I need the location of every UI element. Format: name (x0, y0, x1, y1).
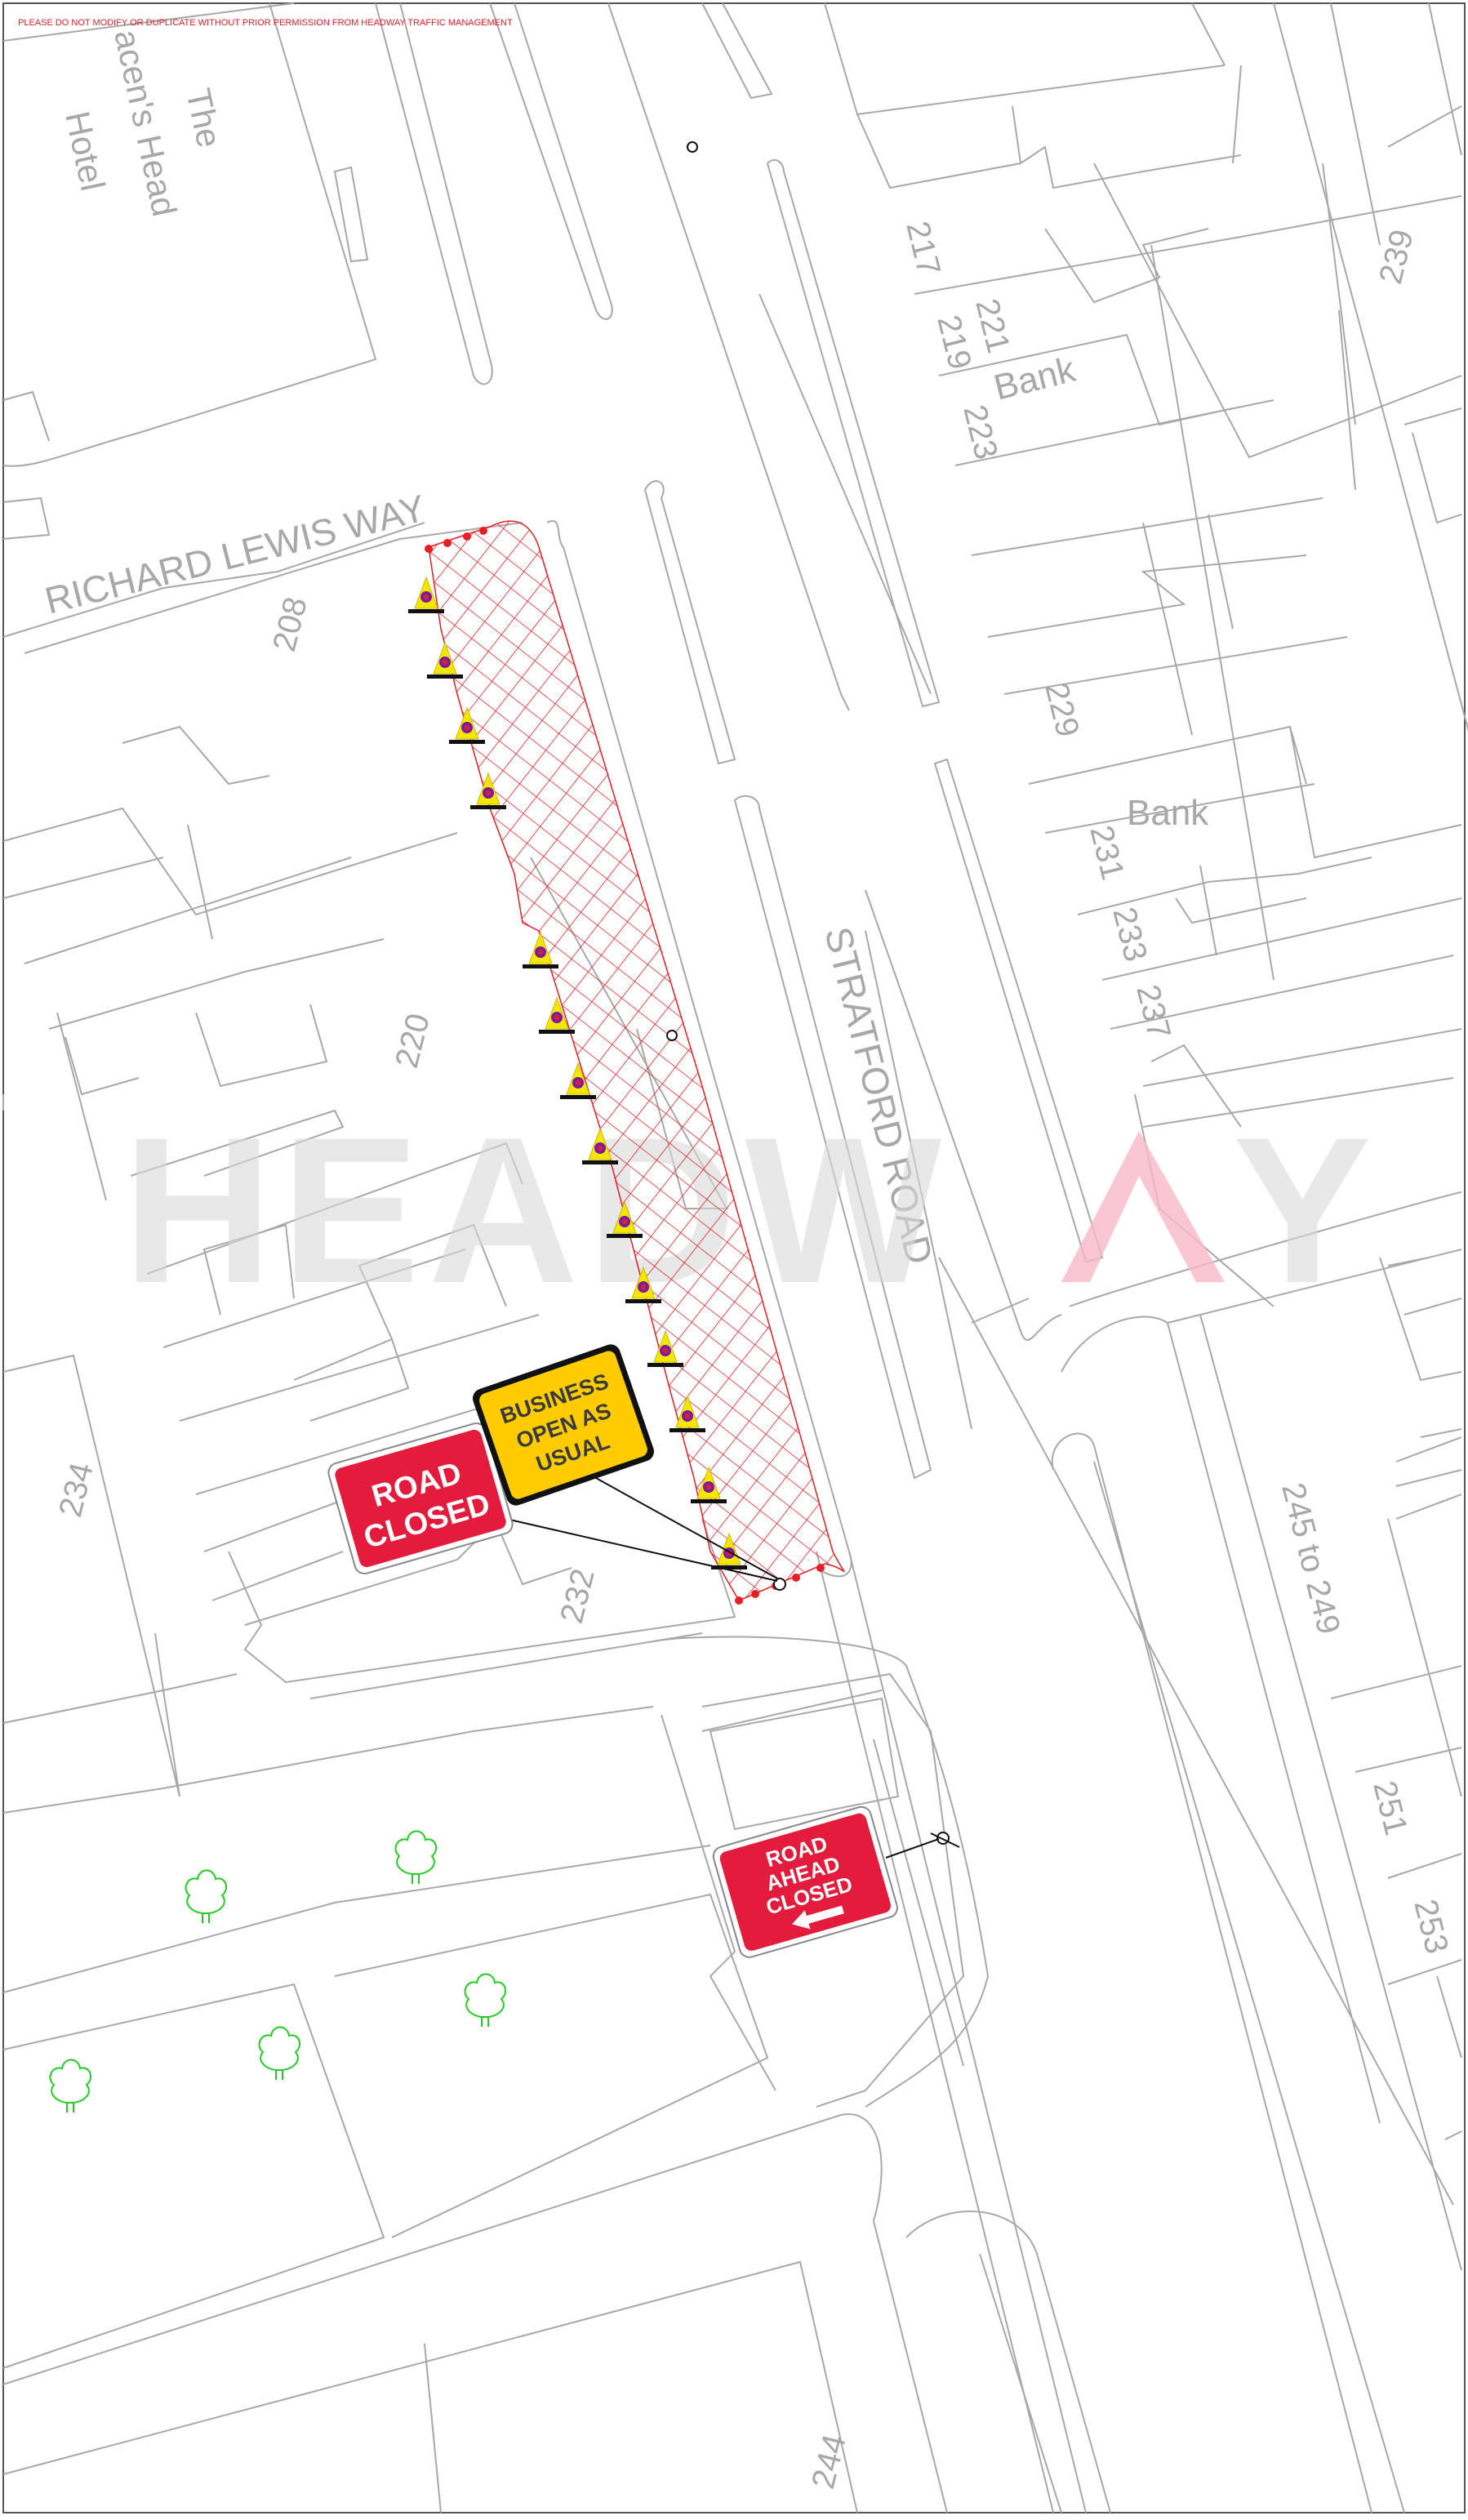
house-number-239: 239 (1372, 226, 1421, 287)
watermark-a-logo (1061, 1131, 1225, 1282)
left-arrow-icon (791, 1905, 844, 1930)
house-number-217: 217 (899, 218, 947, 279)
tree-icon (49, 2059, 92, 2113)
house-number-220: 220 (389, 1010, 437, 1071)
street-name-richard-lewis-way: RICHARD LEWIS WAY (41, 487, 429, 622)
house-number-232: 232 (554, 1565, 602, 1627)
house-number-244: 244 (805, 2431, 853, 2492)
house-number-251: 251 (1366, 1778, 1414, 1839)
house-number-219: 219 (930, 312, 978, 373)
hotel-label-line1: The (179, 85, 229, 151)
watermark-text-y: Y (1233, 1094, 1372, 1327)
house-number-223: 223 (956, 402, 1004, 463)
house-number-234: 234 (52, 1459, 100, 1520)
tree-icon (464, 1973, 507, 2028)
watermark-text-grey: HEADW (122, 1094, 950, 1327)
post-marker-icon (666, 1030, 678, 1041)
house-number-245-249: 245 to 249 (1274, 1480, 1346, 1638)
tree-icon (394, 1830, 438, 1885)
house-number-221: 221 (968, 296, 1016, 357)
house-number-231: 231 (1083, 822, 1131, 884)
house-number-233: 233 (1105, 904, 1154, 965)
road-ahead-closed-sign: ROAD AHEAD CLOSED (712, 1805, 898, 1958)
tree-icon (258, 2026, 301, 2081)
business-open-sign: BUSINESS OPEN AS USUAL (473, 1344, 654, 1506)
hotel-label-line3: Hotel (58, 108, 112, 194)
house-number-237: 237 (1129, 982, 1177, 1043)
bank-label-north: Bank (990, 350, 1080, 408)
copyright-notice: PLEASE DO NOT MODIFY OR DUPLICATE WITHOU… (18, 18, 513, 28)
road-closed-sign: ROAD CLOSED (327, 1422, 514, 1575)
bank-label-south: Bank (1127, 793, 1209, 833)
hotel-label-line2: acen's Head (107, 26, 184, 220)
closure-zone (425, 520, 845, 1605)
tree-icon (185, 1869, 228, 1924)
headway-watermark: HEADW Y (122, 1094, 1372, 1327)
trees (49, 1830, 507, 2113)
house-number-208: 208 (266, 594, 314, 655)
post-marker-icon (687, 141, 698, 153)
sign-leader-lines (505, 1477, 960, 1859)
house-number-229: 229 (1038, 679, 1086, 741)
house-number-253: 253 (1407, 1896, 1455, 1957)
